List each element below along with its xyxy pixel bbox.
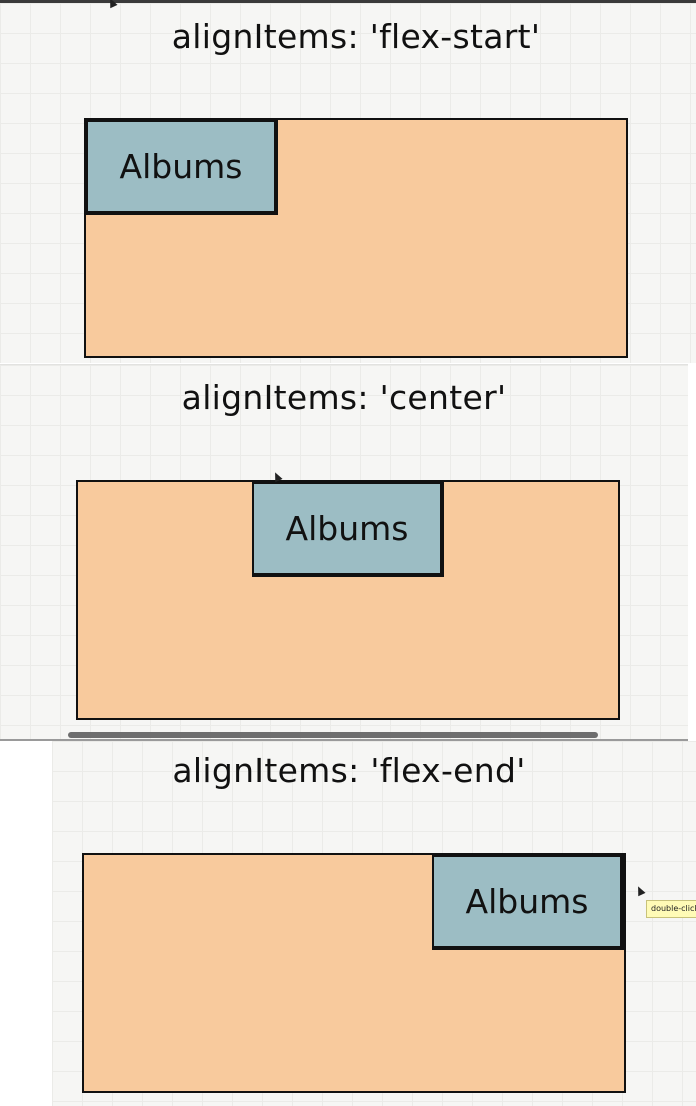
panel-title: alignItems: 'center' — [181, 378, 507, 417]
tooltip: double-click to — [646, 900, 696, 918]
albums-item: Albums — [252, 482, 444, 577]
albums-item: Albums — [86, 120, 278, 215]
panel-flex-end: alignItems: 'flex-end' Albums — [52, 741, 696, 1106]
flex-container: Albums — [82, 853, 626, 1093]
panel-title: alignItems: 'flex-end' — [172, 751, 526, 790]
window-top-edge — [0, 0, 696, 3]
panel-flex-start: alignItems: 'flex-start' Albums — [0, 3, 696, 363]
panel-title: alignItems: 'flex-start' — [171, 17, 541, 56]
panel-center: alignItems: 'center' Albums — [0, 364, 688, 741]
flex-container: Albums — [76, 480, 620, 720]
horizontal-scrollbar-thumb[interactable] — [68, 732, 598, 738]
horizontal-scrollbar-track[interactable] — [0, 739, 688, 741]
flex-container: Albums — [84, 118, 628, 358]
albums-item: Albums — [432, 855, 624, 950]
